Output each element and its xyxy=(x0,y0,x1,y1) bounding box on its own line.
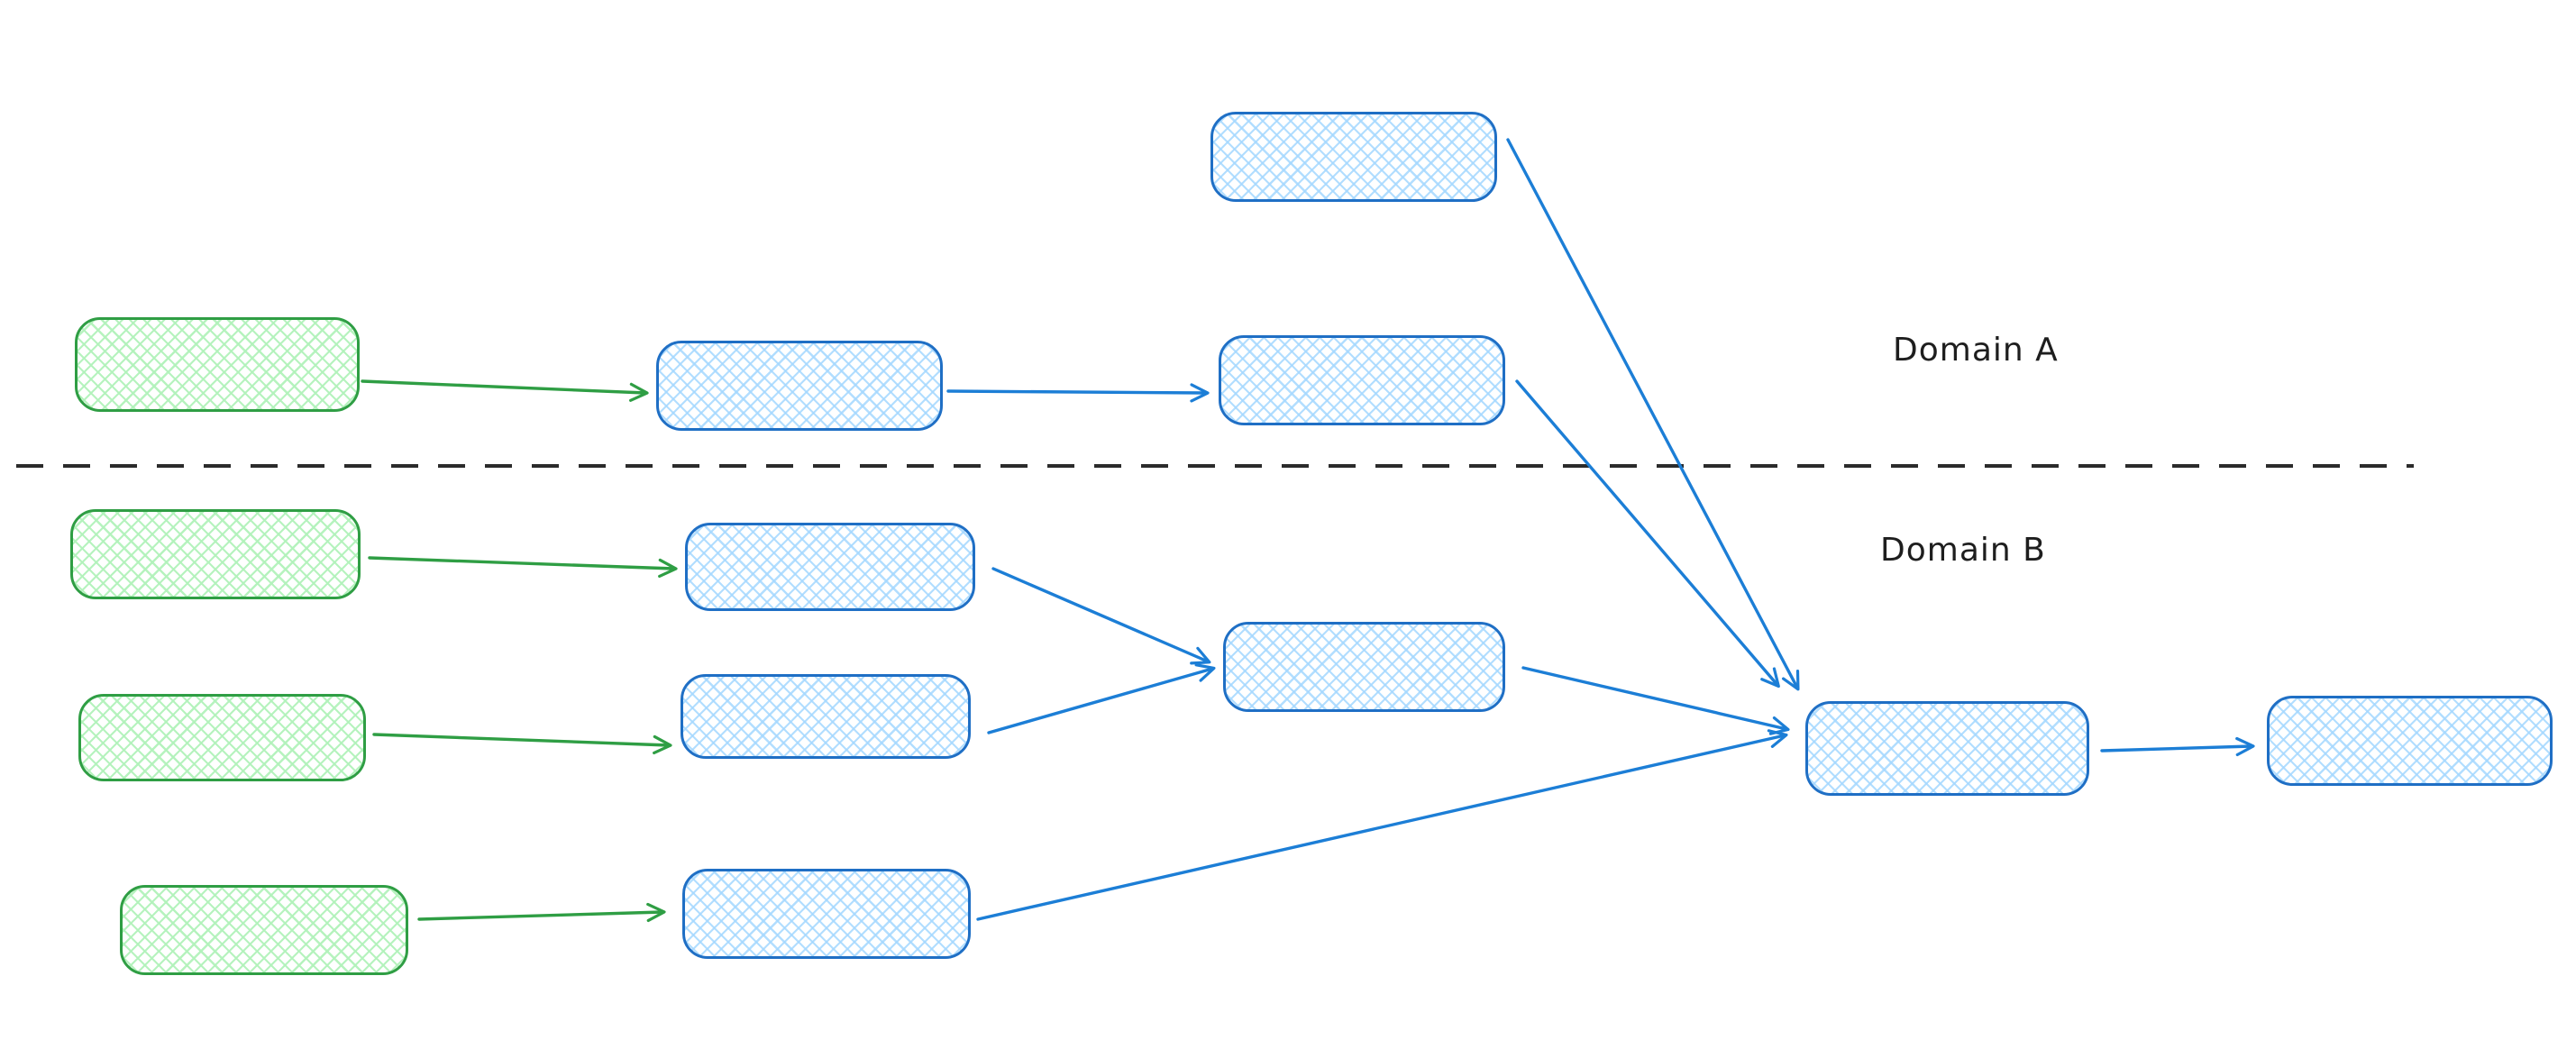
node-source-b1[interactable] xyxy=(70,509,361,599)
arrow-process-a2-to-hub[interactable] xyxy=(1515,379,1780,689)
node-process-b2[interactable] xyxy=(681,674,971,759)
node-process-b3[interactable] xyxy=(682,869,971,959)
node-source-a[interactable] xyxy=(75,317,360,412)
arrow-process-b1-to-merge-b[interactable] xyxy=(991,567,1211,665)
node-input-a-top[interactable] xyxy=(1210,112,1497,202)
arrow-process-b3-to-hub[interactable] xyxy=(976,729,1788,921)
arrow-source-a-to-process-a1[interactable] xyxy=(361,379,649,402)
arrow-source-b1-to-process-b1[interactable] xyxy=(368,556,678,579)
node-process-a2[interactable] xyxy=(1219,335,1505,425)
domain-b-label[interactable]: Domain B xyxy=(1880,532,2046,569)
arrow-input-a-top-to-hub[interactable] xyxy=(1506,138,1800,691)
domain-a-label[interactable]: Domain A xyxy=(1893,332,2059,369)
node-merge-b[interactable] xyxy=(1223,622,1505,712)
node-output[interactable] xyxy=(2267,696,2553,786)
arrow-merge-b-to-hub[interactable] xyxy=(1521,666,1790,735)
node-process-b1[interactable] xyxy=(685,523,975,611)
arrow-hub-to-output[interactable] xyxy=(2100,736,2255,757)
arrow-process-b2-to-merge-b[interactable] xyxy=(987,663,1216,734)
node-process-a1[interactable] xyxy=(656,341,943,431)
node-source-b2[interactable] xyxy=(78,694,366,781)
arrow-source-b2-to-process-b2[interactable] xyxy=(372,733,672,755)
node-source-b3[interactable] xyxy=(120,885,408,975)
arrow-source-b3-to-process-b3[interactable] xyxy=(417,902,666,923)
arrow-process-a1-to-process-a2[interactable] xyxy=(946,383,1210,403)
node-hub[interactable] xyxy=(1805,701,2089,796)
